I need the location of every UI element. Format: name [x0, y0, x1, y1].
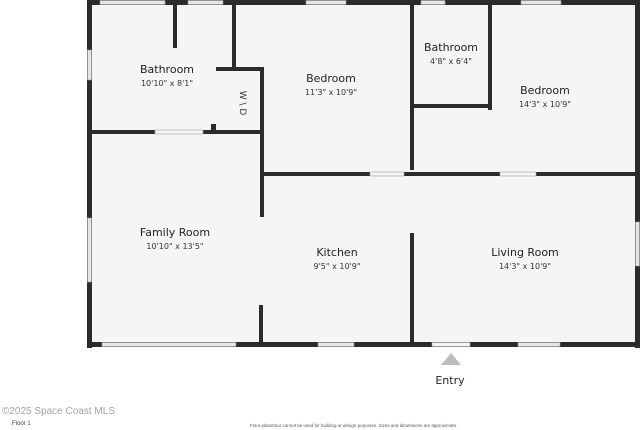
- room-name-bathroom-left: Bathroom: [140, 63, 194, 76]
- room-dims-bedroom-center: 11'3" x 10'9": [305, 88, 357, 97]
- room-dims-family-room: 10'10" x 13'5": [146, 242, 203, 251]
- room-name-living-room: Living Room: [491, 246, 559, 259]
- room-dims-living-room: 14'3" x 10'9": [499, 262, 551, 271]
- interior-walls: [90, 4, 638, 345]
- entry-label: Entry: [435, 374, 465, 387]
- room-dims-bathroom-left: 10'10" x 8'1": [141, 79, 193, 88]
- disclaimer: Floor plans/tour cannot be used for buil…: [250, 423, 458, 428]
- entry-arrow-icon: [441, 353, 461, 365]
- room-dims-bathroom-small: 4'8" x 6'4": [430, 57, 472, 66]
- room-name-kitchen: Kitchen: [316, 246, 357, 259]
- windows: [87, 0, 640, 347]
- floor-label: Floor 1: [12, 421, 31, 427]
- room-name-bedroom-center: Bedroom: [306, 72, 356, 85]
- room-dims-kitchen: 9'5" x 10'9": [313, 262, 360, 271]
- room-name-family-room: Family Room: [140, 226, 210, 239]
- room-name-bedroom-right: Bedroom: [520, 84, 570, 97]
- watermark: ©2025 Space Coast MLS: [2, 406, 115, 417]
- room-name-bathroom-small: Bathroom: [424, 41, 478, 54]
- door-openings: [154, 129, 537, 347]
- room-dims-bedroom-right: 14'3" x 10'9": [519, 100, 571, 109]
- laundry-label: W \ D: [237, 91, 247, 116]
